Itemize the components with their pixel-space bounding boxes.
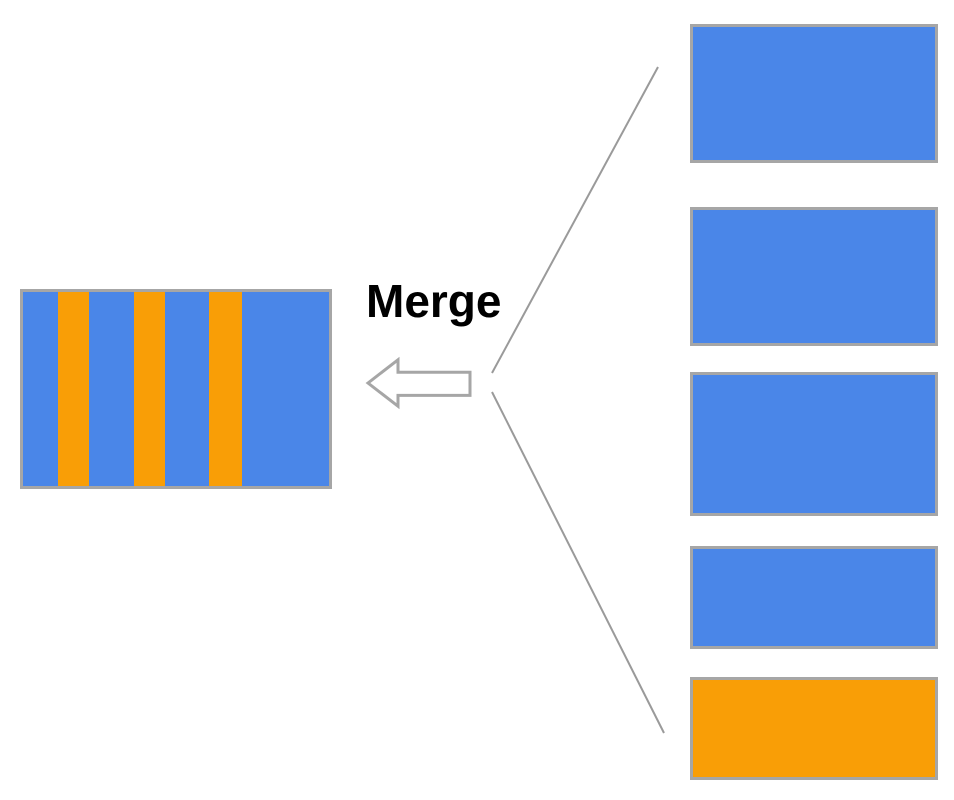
- merged-striped-block: [20, 289, 332, 489]
- fan-line-lower: [491, 391, 665, 734]
- merged-stripe: [89, 292, 134, 486]
- source-block-1: [690, 24, 938, 163]
- merge-arrow-shape: [365, 356, 472, 410]
- merged-stripe: [209, 292, 242, 486]
- merged-stripe: [165, 292, 209, 486]
- merged-stripe: [58, 292, 89, 486]
- merge-label: Merge: [366, 275, 502, 327]
- source-block-4: [690, 546, 938, 649]
- merged-stripe: [134, 292, 165, 486]
- source-block-5: [690, 677, 938, 780]
- source-block-2: [690, 207, 938, 346]
- merged-stripe: [23, 292, 58, 486]
- fan-line-upper: [491, 66, 659, 374]
- merged-stripe: [242, 292, 329, 486]
- merge-arrow: [365, 356, 472, 410]
- source-block-3: [690, 372, 938, 516]
